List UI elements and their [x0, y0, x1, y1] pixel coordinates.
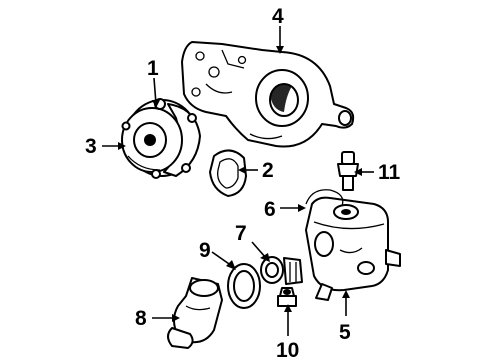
callout-11: 11 — [378, 161, 401, 184]
callout-6: 6 — [264, 198, 276, 221]
part-7-thermostat — [260, 256, 303, 285]
callout-9: 9 — [199, 239, 211, 262]
leader-lines — [102, 26, 374, 336]
part-4-pump-housing — [181, 41, 355, 148]
callout-7: 7 — [235, 222, 247, 245]
callout-2: 2 — [262, 159, 274, 182]
part-5-thermostat-housing — [305, 196, 401, 301]
part-3-water-pump — [121, 98, 201, 179]
callout-5: 5 — [339, 321, 351, 344]
part-11-sensor — [337, 151, 359, 191]
leader-7 — [251, 241, 267, 259]
callout-4: 4 — [272, 5, 284, 28]
callout-8: 8 — [135, 307, 147, 330]
callout-1: 1 — [147, 57, 159, 80]
part-6-o-ring — [305, 189, 344, 207]
callout-3: 3 — [85, 135, 97, 158]
callout-10: 10 — [276, 339, 299, 360]
part-2-gasket — [209, 149, 247, 197]
part-8-water-outlet — [167, 277, 223, 349]
callout-labels: 1 2 3 4 5 6 7 8 9 10 11 — [85, 5, 401, 360]
leader-1 — [153, 77, 157, 105]
part-9-gasket — [227, 263, 261, 309]
part-10-sender — [277, 287, 297, 307]
